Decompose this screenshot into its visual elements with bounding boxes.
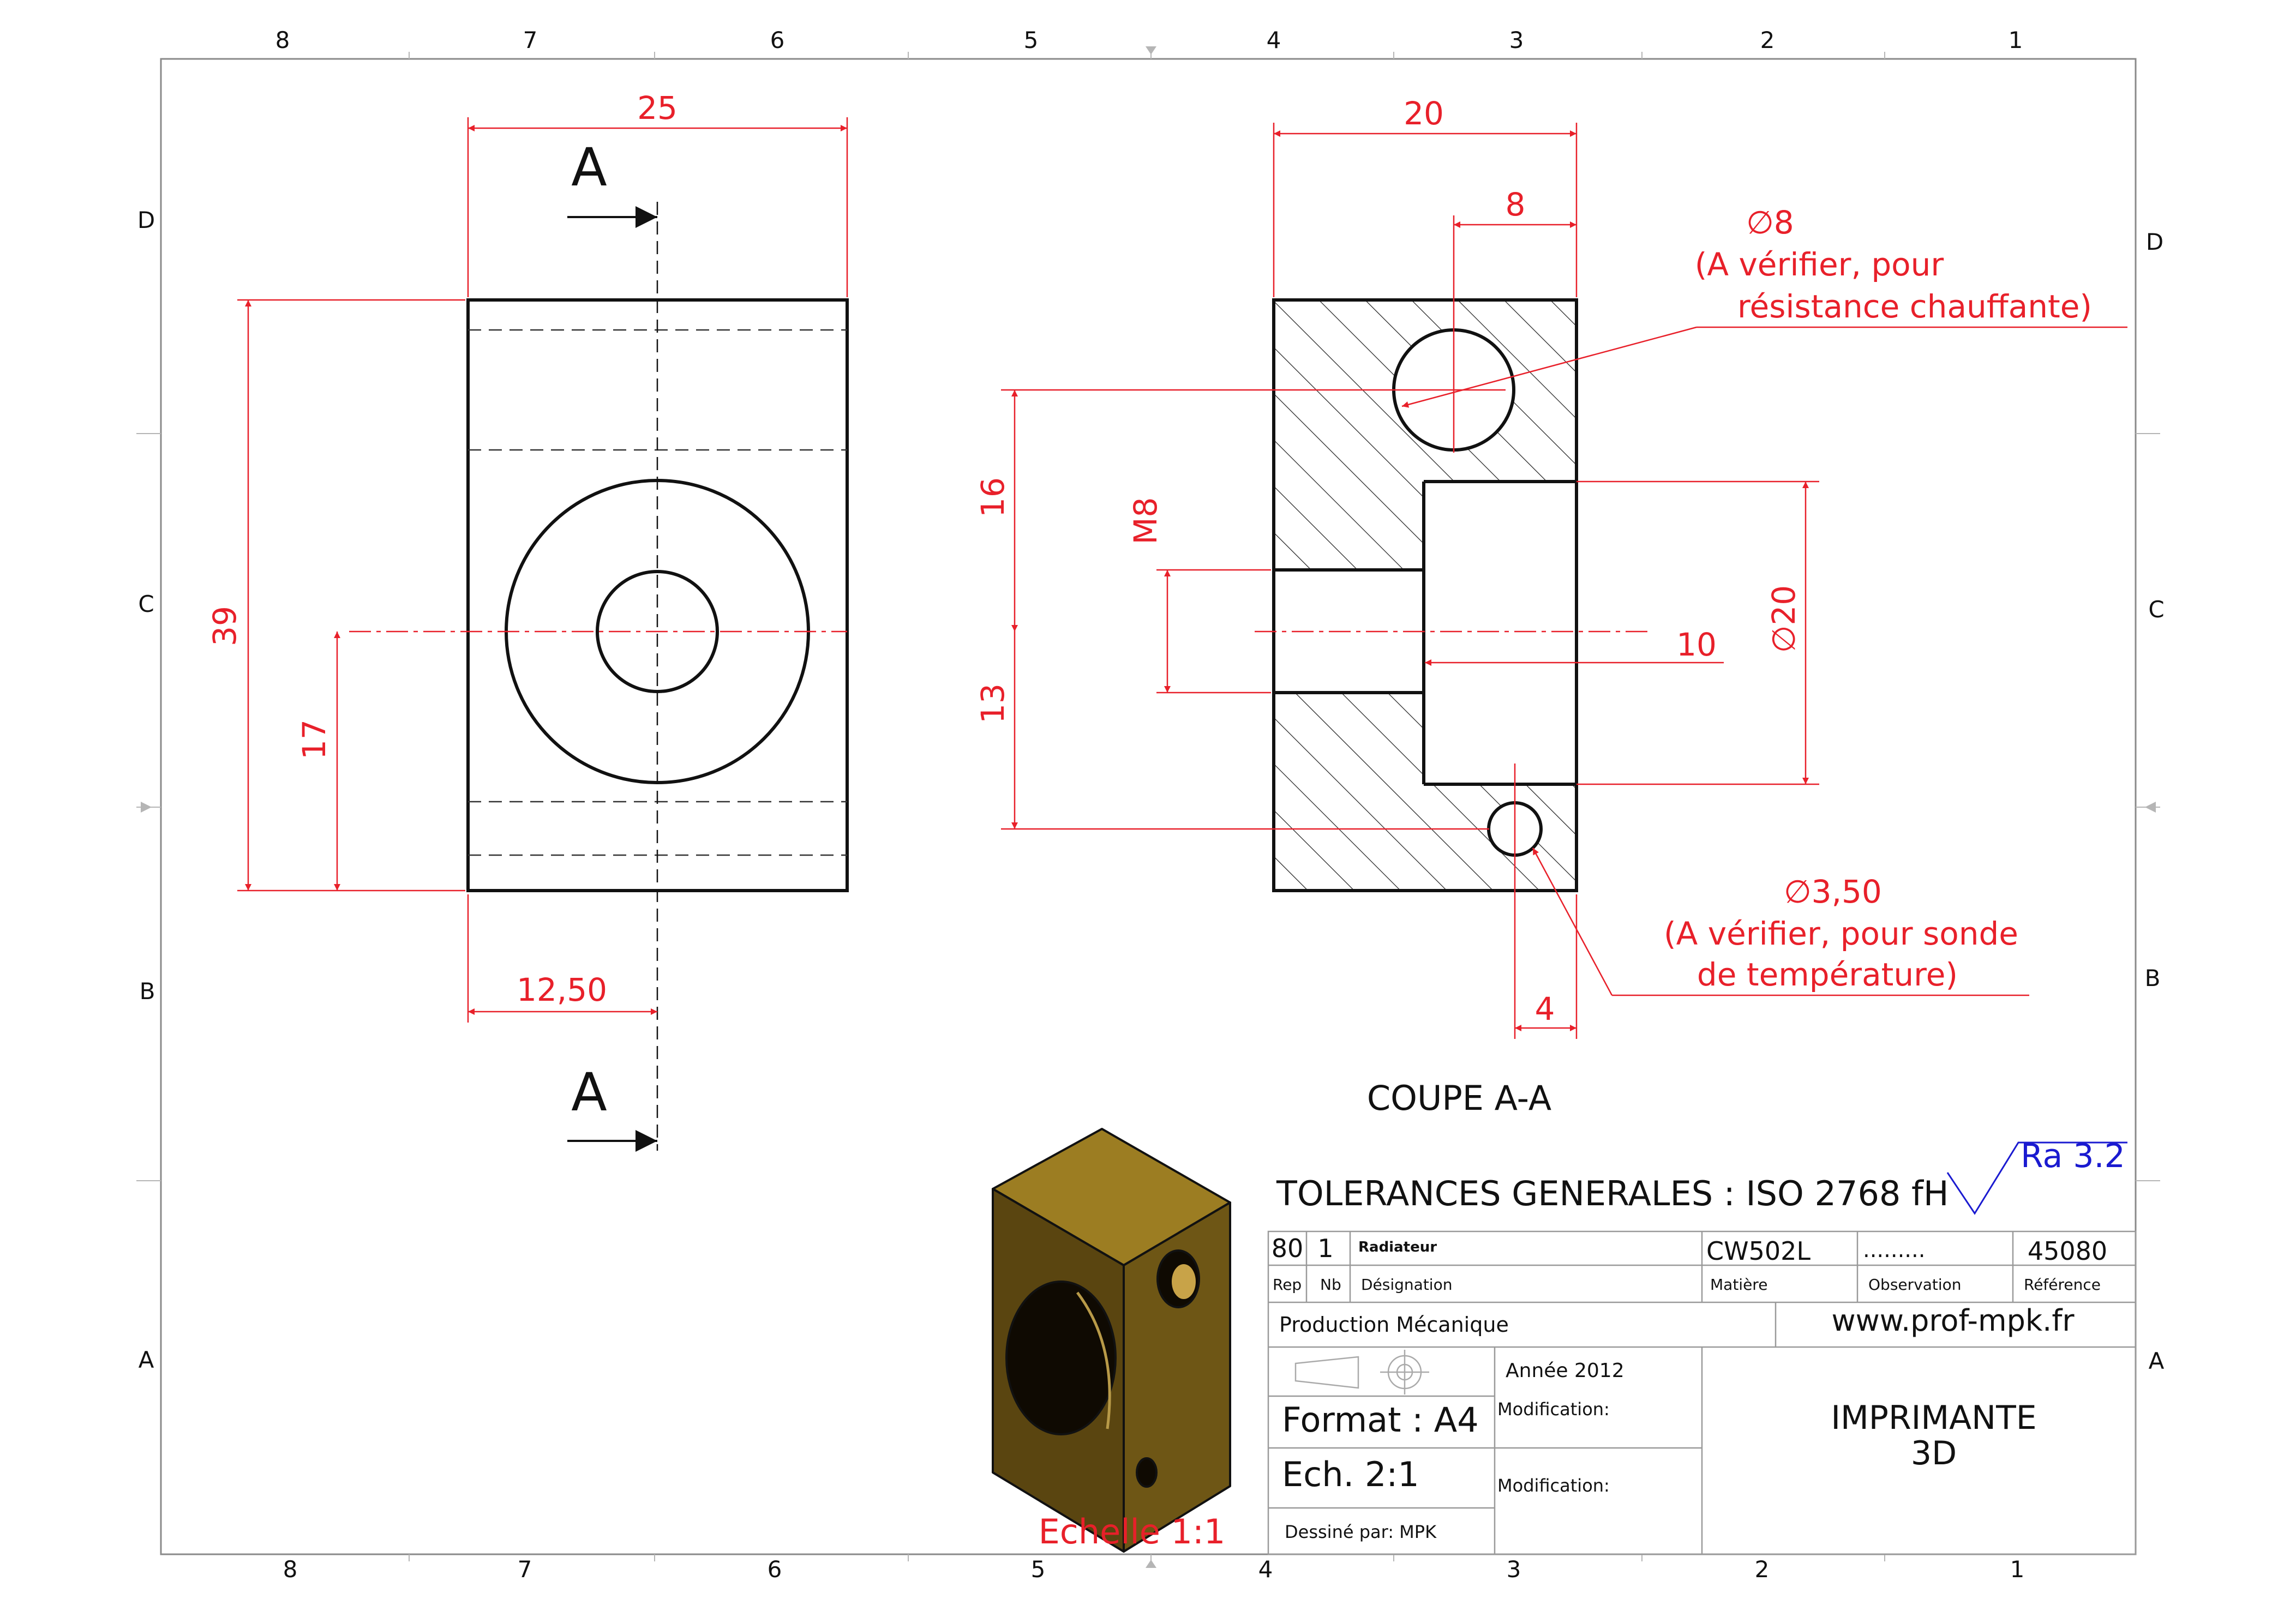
row-label: D [137,207,155,233]
svg-text:Ra 3.2: Ra 3.2 [2021,1137,2125,1175]
row-label: C [2148,596,2164,623]
observation-value: ......... [1863,1237,1925,1263]
column-label: 8 [283,1556,298,1583]
column-label: 7 [518,1556,532,1583]
hole-small-label: ∅3,50 [1784,873,1882,910]
hole-large-note: résistance chauffante) [1737,288,2092,325]
matiere-value: CW502L [1706,1236,1811,1266]
iso-scale-label: Echelle 1:1 [1039,1512,1226,1552]
column-label: 1 [2010,1556,2025,1583]
year-label: Année 2012 [1506,1360,1624,1382]
dimension-width: 25 [637,89,678,127]
drawing-title: IMPRIMANTE [1831,1399,2036,1437]
header-observation: Observation [1868,1276,1962,1294]
row-label: B [2145,965,2161,991]
header-matiere: Matière [1710,1276,1767,1294]
row-label: A [139,1347,154,1373]
column-label: 5 [1031,1556,1046,1583]
column-label: 4 [1258,1556,1273,1583]
roughness-symbol: Ra 3.2 [1946,1137,2127,1215]
dimension-center-height: 17 [296,719,333,760]
modification-label: Modification: [1497,1475,1610,1496]
projection-symbol [1294,1350,1429,1394]
drawing-frame: 8 7 6 5 4 3 2 1 8 7 6 5 4 3 2 1 D C B A … [136,27,2165,1583]
dimension-depth: 10 [1676,626,1717,663]
dimension-hole-offset: 8 [1506,186,1526,223]
dimension-upper: 16 [974,477,1011,518]
thread-label: M8 [1127,497,1164,545]
drawn-by-label: Dessiné par: MPK [1285,1522,1437,1542]
column-label: 3 [1507,1556,1521,1583]
dimension-center-offset: 12,50 [517,971,607,1008]
nb-value: 1 [1317,1234,1333,1263]
modification-label: Modification: [1497,1399,1610,1420]
section-label: A [571,1062,607,1123]
front-view: A A 25 39 17 12,50 [206,89,849,1152]
column-label: 2 [1760,27,1775,53]
header-nb: Nb [1320,1276,1341,1294]
column-label: 6 [768,1556,782,1583]
section-caption: COUPE A-A [1367,1078,1551,1118]
hole-small-note: de température) [1697,956,1958,993]
website-label: www.prof-mpk.fr [1831,1303,2075,1338]
dimension-height: 39 [206,606,243,646]
isometric-view [992,1128,1231,1553]
dimension-width: 20 [1404,95,1444,132]
header-rep: Rep [1273,1276,1302,1294]
dimension-small-offset: 4 [1535,990,1555,1027]
reference-value: 45080 [2028,1236,2107,1266]
header-designation: Désignation [1361,1276,1452,1294]
row-label: A [2149,1348,2165,1374]
scale-label: Ech. 2:1 [1282,1454,1419,1494]
section-view: 20 8 16 13 M8 10 ∅20 4 ∅8 (A vérifier, p… [974,95,2127,1118]
row-label: D [2146,229,2163,255]
drawing-title: 3D [1911,1434,1957,1472]
column-label: 4 [1267,27,1281,53]
column-label: 7 [523,27,538,53]
rep-value: 80 [1272,1234,1304,1263]
dimension-lower: 13 [974,683,1011,724]
column-label: 1 [2009,27,2023,53]
hole-small-note: (A vérifier, pour sonde [1664,915,2018,952]
designation-value: Radiateur [1358,1239,1437,1255]
title-block: TOLERANCES GENERALES : ISO 2768 fH [1267,1174,2137,1555]
format-label: Format : A4 [1282,1400,1479,1440]
row-label: B [140,978,155,1005]
tolerances-label: TOLERANCES GENERALES : ISO 2768 fH [1276,1174,1949,1213]
column-label: 6 [770,27,785,53]
production-label: Production Mécanique [1279,1313,1509,1337]
dimension-bore: ∅20 [1765,585,1802,653]
column-label: 8 [275,27,290,53]
row-label: C [138,591,154,617]
section-label: A [571,137,607,198]
hole-large-note: (A vérifier, pour [1695,246,1944,283]
column-label: 3 [1509,27,1524,53]
hole-large-label: ∅8 [1746,204,1794,241]
column-label: 2 [1755,1556,1770,1583]
header-reference: Référence [2024,1276,2101,1294]
column-label: 5 [1024,27,1039,53]
